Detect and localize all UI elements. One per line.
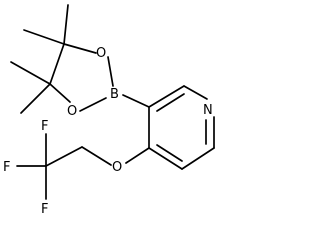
atom-label-boron: B [110,87,119,102]
bond-b-obottom [79,97,107,112]
methyl-c1-left [23,29,65,45]
bond-otop-b [107,56,114,87]
chemical-structure: B O O N O F F F [3,4,215,217]
methyl-c2-left [10,61,51,85]
atom-label-ring-oxygen-bottom: O [67,104,77,119]
bond-oether-ch2 [81,146,112,166]
atom-label-fluorine-bottom: F [41,202,48,217]
atom-label-fluorine-top: F [41,119,48,134]
pyr-bond-c5-c4-inner [156,144,183,162]
pyr-bond-c2-n [183,85,208,100]
pyridine-ring [148,85,215,170]
bond-c1-otop [63,43,97,54]
pyr-bond-c6-c5 [181,147,215,170]
dioxaborolane-ring [49,43,114,112]
bond-c1-c2 [49,43,65,85]
methyl-c1-top [63,4,69,45]
methyl-groups [10,4,69,114]
pyr-bond-c5-c4 [148,147,183,170]
bond-c4-oether [125,147,150,164]
bond-b-pyridine [122,94,150,108]
pyr-bond-c3-c2-inner [156,93,185,112]
atom-label-ring-oxygen-top: O [96,46,106,61]
pyr-bond-c3-c2 [148,85,185,108]
atom-label-ether-oxygen: O [112,160,122,175]
bond-ch2-cf3 [45,146,83,167]
trifluoroethoxy-chain [16,133,150,200]
atom-label-pyridine-nitrogen: N [203,103,213,118]
atom-label-fluorine-left: F [3,160,10,175]
bond-obottom-c2 [49,83,71,103]
methyl-c2-bottom [20,83,51,114]
